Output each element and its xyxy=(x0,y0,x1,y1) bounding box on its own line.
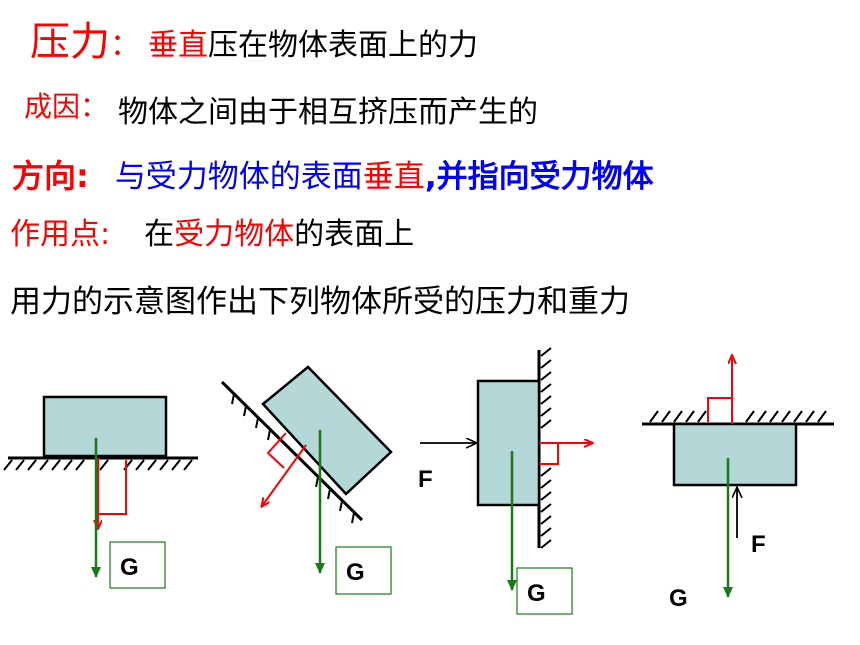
gravity-label-1: G xyxy=(120,554,139,581)
wall-3-hatch xyxy=(540,347,552,549)
figure-3: F G xyxy=(418,347,592,615)
gravity-label-2: G xyxy=(346,559,365,586)
pressure-arrow-2 xyxy=(262,444,307,506)
figure-2: G xyxy=(220,365,393,595)
direction-text-a: 与受力物体的表面 xyxy=(114,159,363,195)
gravity-label-3: G xyxy=(527,580,546,607)
block-2 xyxy=(261,365,393,496)
force-label-4: F xyxy=(751,531,766,558)
right-angle-mark-3 xyxy=(539,443,559,465)
right-angle-mark-2 xyxy=(266,432,287,469)
incline-2-hatch xyxy=(231,393,355,524)
block-1 xyxy=(42,395,168,458)
direction-text-b: ,并指向受力物体 xyxy=(424,159,654,195)
block-4 xyxy=(672,422,798,487)
direction-key-term: 垂直 xyxy=(362,159,425,195)
definition-key-term: 垂直 xyxy=(148,28,208,63)
gravity-label-box-3 xyxy=(516,567,573,615)
point-colon: : xyxy=(100,217,111,252)
right-angle-mark-1 xyxy=(98,460,127,515)
cause-text: 物体之间由于相互挤压而产生的 xyxy=(118,95,539,130)
block-3 xyxy=(476,379,541,507)
point-post: 的表面上 xyxy=(294,217,415,252)
ceiling-4-hatch xyxy=(649,410,827,423)
cause-line: 成因： 物体之间由于相互挤压而产生的 xyxy=(24,90,538,128)
point-key-term: 受力物体 xyxy=(174,217,295,252)
definition-line: 压力：垂直压在物体表面上的力 xyxy=(30,22,478,62)
point-label: 作用点 xyxy=(10,217,100,252)
figure-4: F G xyxy=(642,356,834,612)
cause-label: 成因 xyxy=(24,90,81,123)
figure-1: G xyxy=(3,395,198,589)
force-label-3: F xyxy=(418,466,433,493)
direction-label: 方向 xyxy=(12,157,77,195)
definition-heading: 压力 xyxy=(30,19,110,65)
definition-colon: ： xyxy=(110,28,140,63)
point-pre: 在 xyxy=(144,217,175,252)
gravity-label-box-1 xyxy=(109,541,166,589)
cause-colon: ： xyxy=(80,90,109,123)
point-line: 作用点: 在受力物体的表面上 xyxy=(10,220,414,250)
gravity-label-4: G xyxy=(669,585,688,612)
gravity-label-box-2 xyxy=(335,546,392,595)
definition-text: 压在物体表面上的力 xyxy=(208,28,478,63)
incline-2 xyxy=(220,380,364,522)
right-angle-mark-4 xyxy=(707,397,732,422)
direction-colon: : xyxy=(76,157,89,195)
direction-line: 方向: 与受力物体的表面垂直,并指向受力物体 xyxy=(12,160,654,193)
task-text: 用力的示意图作出下列物体所受的压力和重力 xyxy=(10,284,630,320)
